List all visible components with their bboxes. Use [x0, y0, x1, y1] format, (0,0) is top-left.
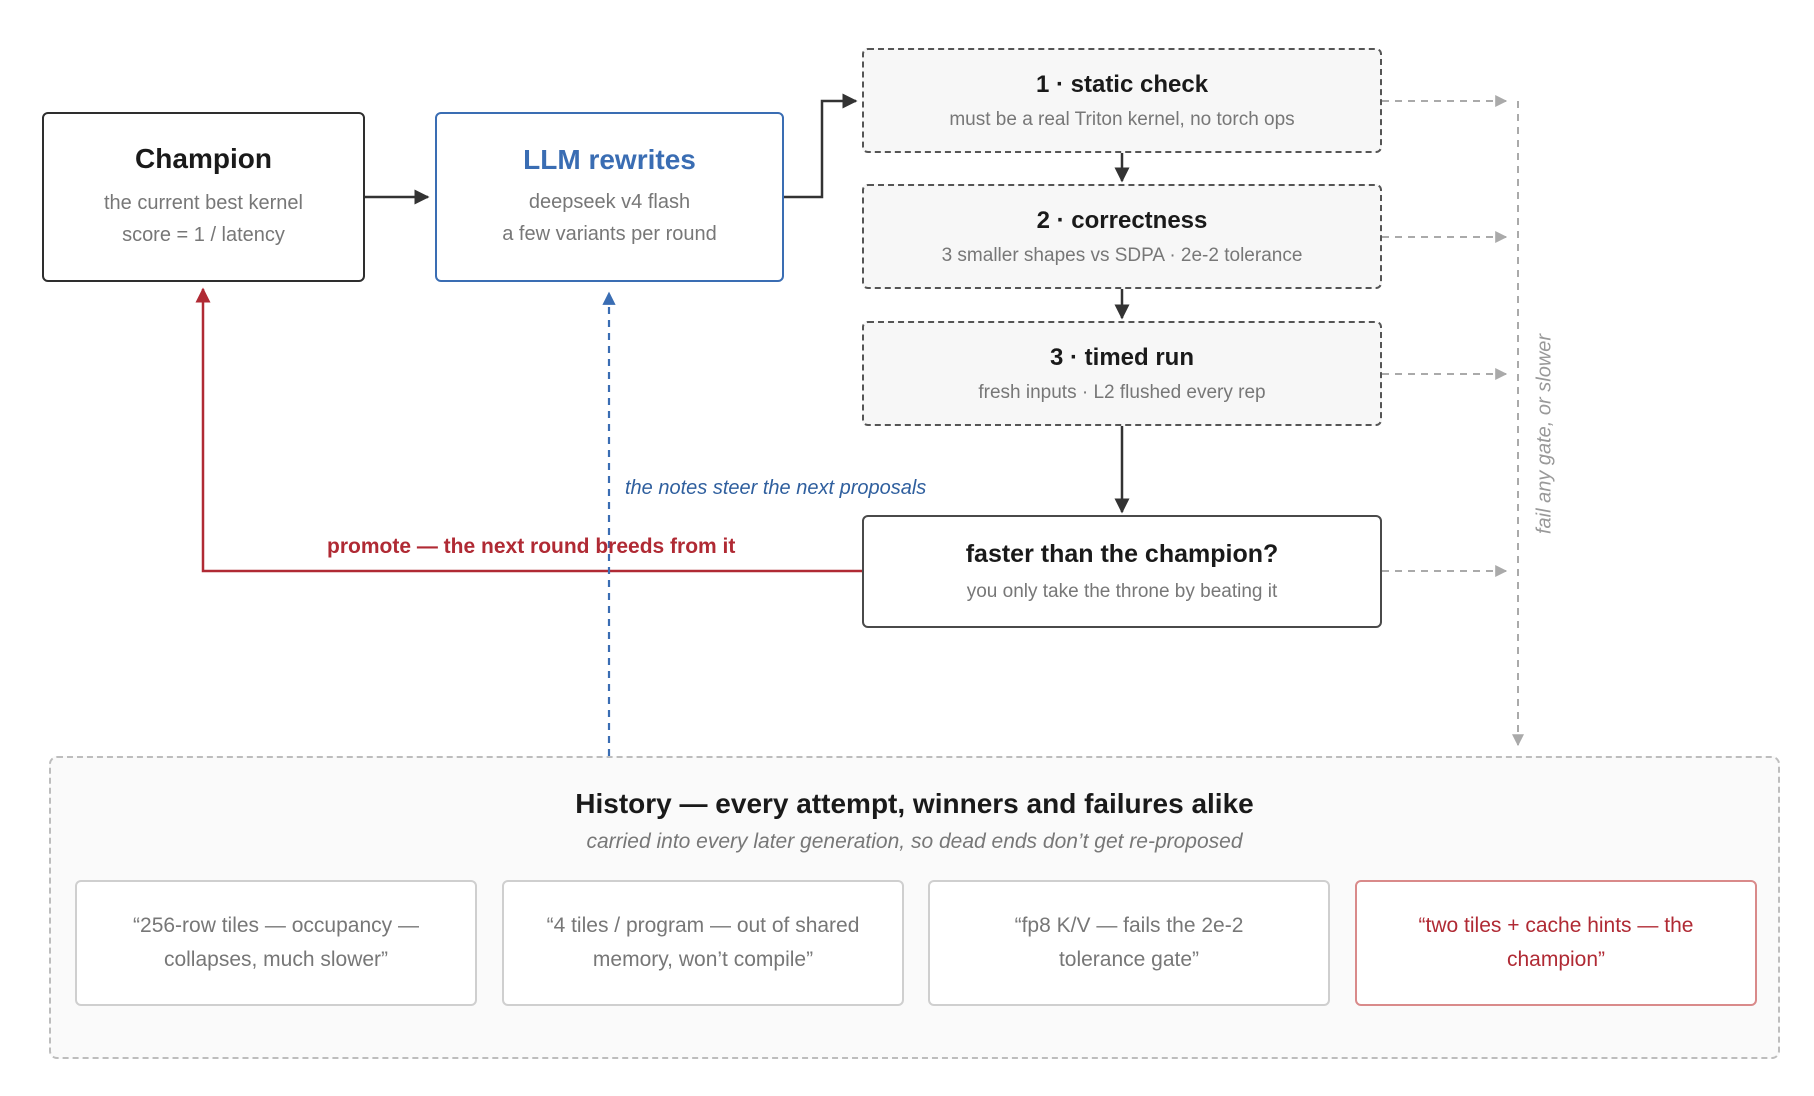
faster-than-champion-box: faster than the champion? you only take … [862, 515, 1382, 628]
llm-title: LLM rewrites [523, 144, 696, 175]
history-note: “fp8 K/V — fails the 2e-2 tolerance gate… [928, 880, 1330, 1006]
history-note: “4 tiles / program — out of shared memor… [502, 880, 904, 1006]
champion-score: score = 1 / latency [122, 224, 285, 246]
llm-model: deepseek v4 flash [528, 191, 691, 213]
llm-variants: a few variants per round [502, 223, 717, 245]
gate-timed-run: 3 · timed run fresh inputs · L2 flushed … [862, 321, 1382, 426]
history-note-champion: “two tiles + cache hints — the champion” [1355, 880, 1757, 1006]
gate-static-check: 1 · static check must be a real Triton k… [862, 48, 1382, 153]
champion-title: Champion [135, 143, 272, 174]
llm-rewrites-box: LLM rewrites deepseek v4 flash a few var… [435, 112, 784, 282]
notes-steer-label: the notes steer the next proposals [625, 477, 927, 499]
gate-description: fresh inputs · L2 flushed every rep [978, 381, 1266, 403]
gate-description: 3 smaller shapes vs SDPA · 2e-2 toleranc… [941, 244, 1303, 266]
history-panel: History — every attempt, winners and fai… [49, 756, 1780, 1059]
history-note: “256-row tiles — occupancy — collapses, … [75, 880, 477, 1006]
gate-title: 1 · static check [1035, 70, 1209, 98]
promote-label: promote — the next round breeds from it [327, 535, 736, 558]
gate-description: must be a real Triton kernel, no torch o… [949, 108, 1295, 130]
gate-correctness: 2 · correctness 3 smaller shapes vs SDPA… [862, 184, 1382, 289]
gate-title: 3 · timed run [1049, 343, 1194, 371]
final-title: faster than the champion? [965, 540, 1279, 568]
gate-title: 2 · correctness [1036, 206, 1208, 234]
history-subtitle: carried into every later generation, so … [586, 830, 1243, 853]
champion-box: Champion the current best kernel score =… [42, 112, 365, 282]
champion-description: the current best kernel [104, 192, 303, 214]
final-description: you only take the throne by beating it [966, 581, 1278, 602]
arrow-promote [195, 287, 863, 573]
arrow-llm-to-static-check [784, 93, 858, 199]
history-title: History — every attempt, winners and fai… [575, 788, 1254, 819]
fail-any-gate-label: fail any gate, or slower [1533, 333, 1556, 535]
